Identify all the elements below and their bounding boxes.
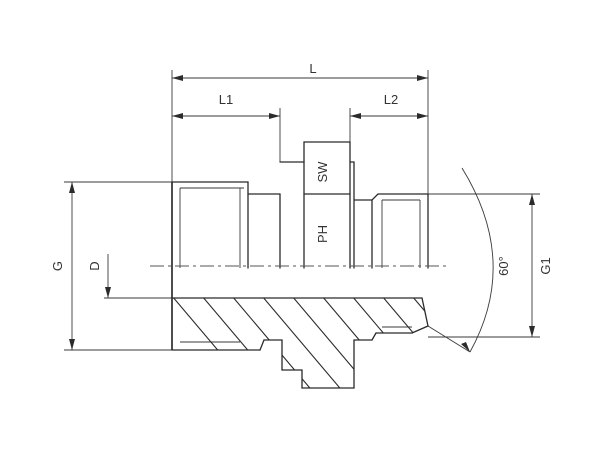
dimension-L2: L2	[349, 92, 428, 142]
dimension-L1: L1	[172, 92, 281, 162]
section-hatching	[172, 298, 428, 388]
label-G1: G1	[538, 257, 553, 274]
label-PH: PH	[315, 225, 330, 243]
label-G: G	[50, 261, 65, 271]
dimension-G1: G1	[428, 193, 553, 338]
label-L2: L2	[384, 92, 398, 107]
dimension-G: G	[50, 181, 172, 351]
label-L: L	[309, 61, 316, 76]
label-angle: 60°	[496, 256, 511, 276]
dimension-L: L	[171, 61, 429, 194]
label-D: D	[87, 261, 102, 270]
label-L1: L1	[219, 92, 233, 107]
fitting-body: SW PH	[171, 141, 429, 389]
dimension-angle-60: 60°	[427, 167, 511, 353]
dimension-D: D	[87, 254, 172, 299]
label-SW: SW	[315, 161, 330, 183]
